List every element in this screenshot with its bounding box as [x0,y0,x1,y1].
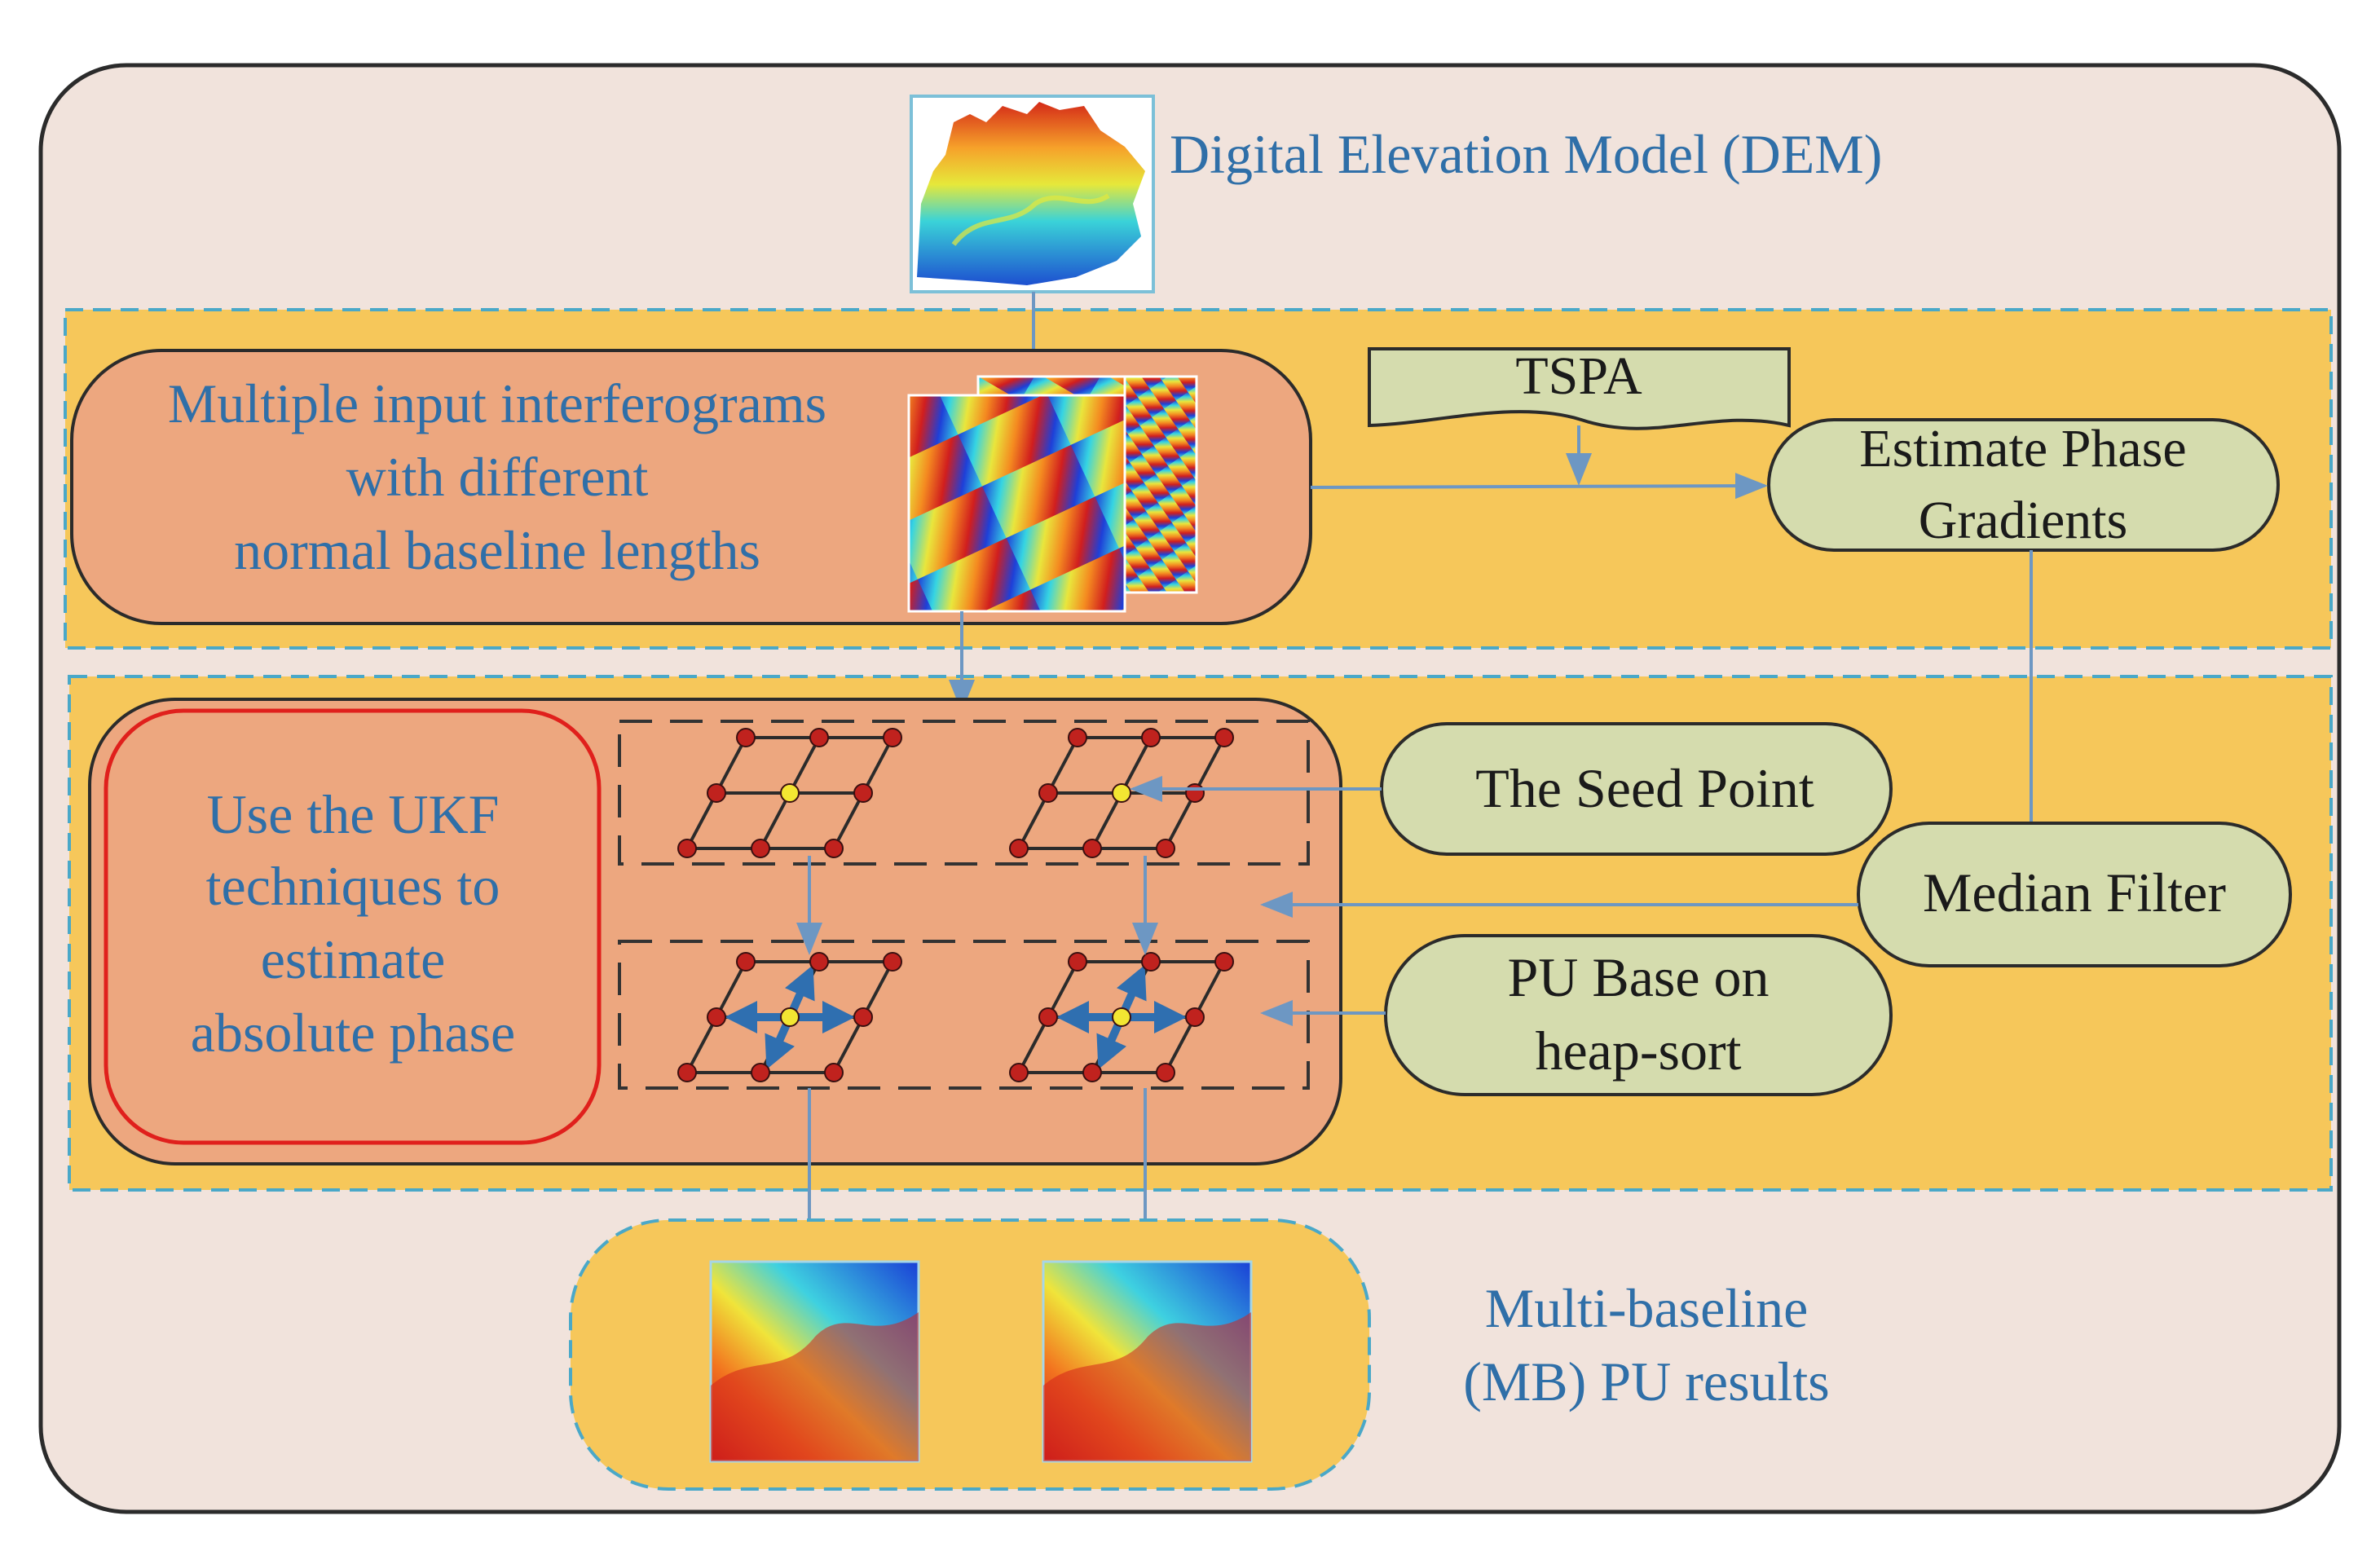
grid-edge [685,792,718,849]
estimate-phase-gradients-box [1767,418,2280,552]
tspa-box [1368,347,1791,430]
grid-edge [1164,792,1197,849]
grid-node [751,839,770,858]
grid-edge [1193,961,1226,1018]
interferogram-to-estimate-arrow [1310,473,1768,500]
mb-label-line1: Multi-baseline [1485,1277,1809,1339]
grid-node [1009,839,1029,858]
grid-node [1082,1063,1102,1082]
grid-node [707,783,726,803]
interferogram-label-line2: with different [346,446,649,508]
grid-node [883,952,902,972]
seed-node [780,1007,800,1027]
seed-node [1112,783,1131,803]
grid-edge [1193,737,1226,794]
pu-heapsort-box [1384,934,1893,1096]
grid-edge [1047,961,1079,1018]
estimate-label-line1: Estimate Phase [1859,419,2186,478]
mb-label-line2: (MB) PU results [1463,1351,1830,1412]
seed-node [780,783,800,803]
grid-node [853,1007,873,1027]
grid-edge [1017,1016,1050,1073]
grid-node [1214,728,1234,747]
ukf-label-line2: techniques to [206,855,500,917]
grid-node [736,728,756,747]
grid-node [677,1063,697,1082]
grid-edge [788,737,821,794]
dem-image [910,95,1155,293]
grid-node [824,839,844,858]
grid-node [736,952,756,972]
tspa-label: TSPA [1515,346,1642,406]
grid-node [707,1007,726,1027]
grid-node [883,728,902,747]
grid-node [1156,839,1175,858]
grid-edge [759,792,791,849]
median-filter-label: Median Filter [1923,861,2226,923]
grid-edge [685,1016,718,1073]
grid-node [1009,1063,1029,1082]
ukf-label-line3: estimate [261,928,446,990]
grid-edge [1164,1016,1197,1073]
result-image-left [709,1260,920,1463]
seed-point-label: The Seed Point [1475,757,1814,819]
grid-node [1185,1007,1205,1027]
grid-node [824,1063,844,1082]
grid-edge [1017,792,1050,849]
interferogram-images [907,375,1198,613]
grid-region-top [618,720,1310,866]
grid-edge [862,737,894,794]
pu-label-line1: PU Base on [1507,946,1769,1008]
dem-label: Digital Elevation Model (DEM) [1170,123,1882,185]
grid-edge [1047,737,1079,794]
estimate-label-line2: Gradients [1919,491,2128,550]
grid-node [1141,728,1161,747]
grid-edge [715,737,747,794]
ukf-box [104,708,602,1145]
grid-edge [1120,737,1153,794]
grid-edge [715,961,747,1018]
grid-node [1141,952,1161,972]
ukf-label-line1: Use the UKF [207,783,500,845]
grid-node [1068,952,1087,972]
grid-node [1038,783,1058,803]
grid-node [809,952,829,972]
grid-edge [1091,792,1123,849]
grid-node [1156,1063,1175,1082]
seed-node [1112,1007,1131,1027]
grid-node [1068,728,1087,747]
grid-node [751,1063,770,1082]
median-filter-box [1857,822,2292,967]
interferogram-label-line3: normal baseline lengths [234,519,760,581]
grid-node [1038,1007,1058,1027]
grid-edge [832,792,865,849]
grid-node [809,728,829,747]
grid-node [677,839,697,858]
result-image-right [1042,1260,1253,1463]
interferogram-label-line1: Multiple input interferograms [168,372,826,434]
grid-edge [832,1016,865,1073]
grid-node [1185,783,1205,803]
grid-node [853,783,873,803]
grid-node [1214,952,1234,972]
grid-edge [862,961,894,1018]
pu-label-line2: heap-sort [1535,1020,1741,1082]
ukf-label-line4: absolute phase [191,1002,515,1064]
grid-node [1082,839,1102,858]
node-grids [677,728,1234,1082]
